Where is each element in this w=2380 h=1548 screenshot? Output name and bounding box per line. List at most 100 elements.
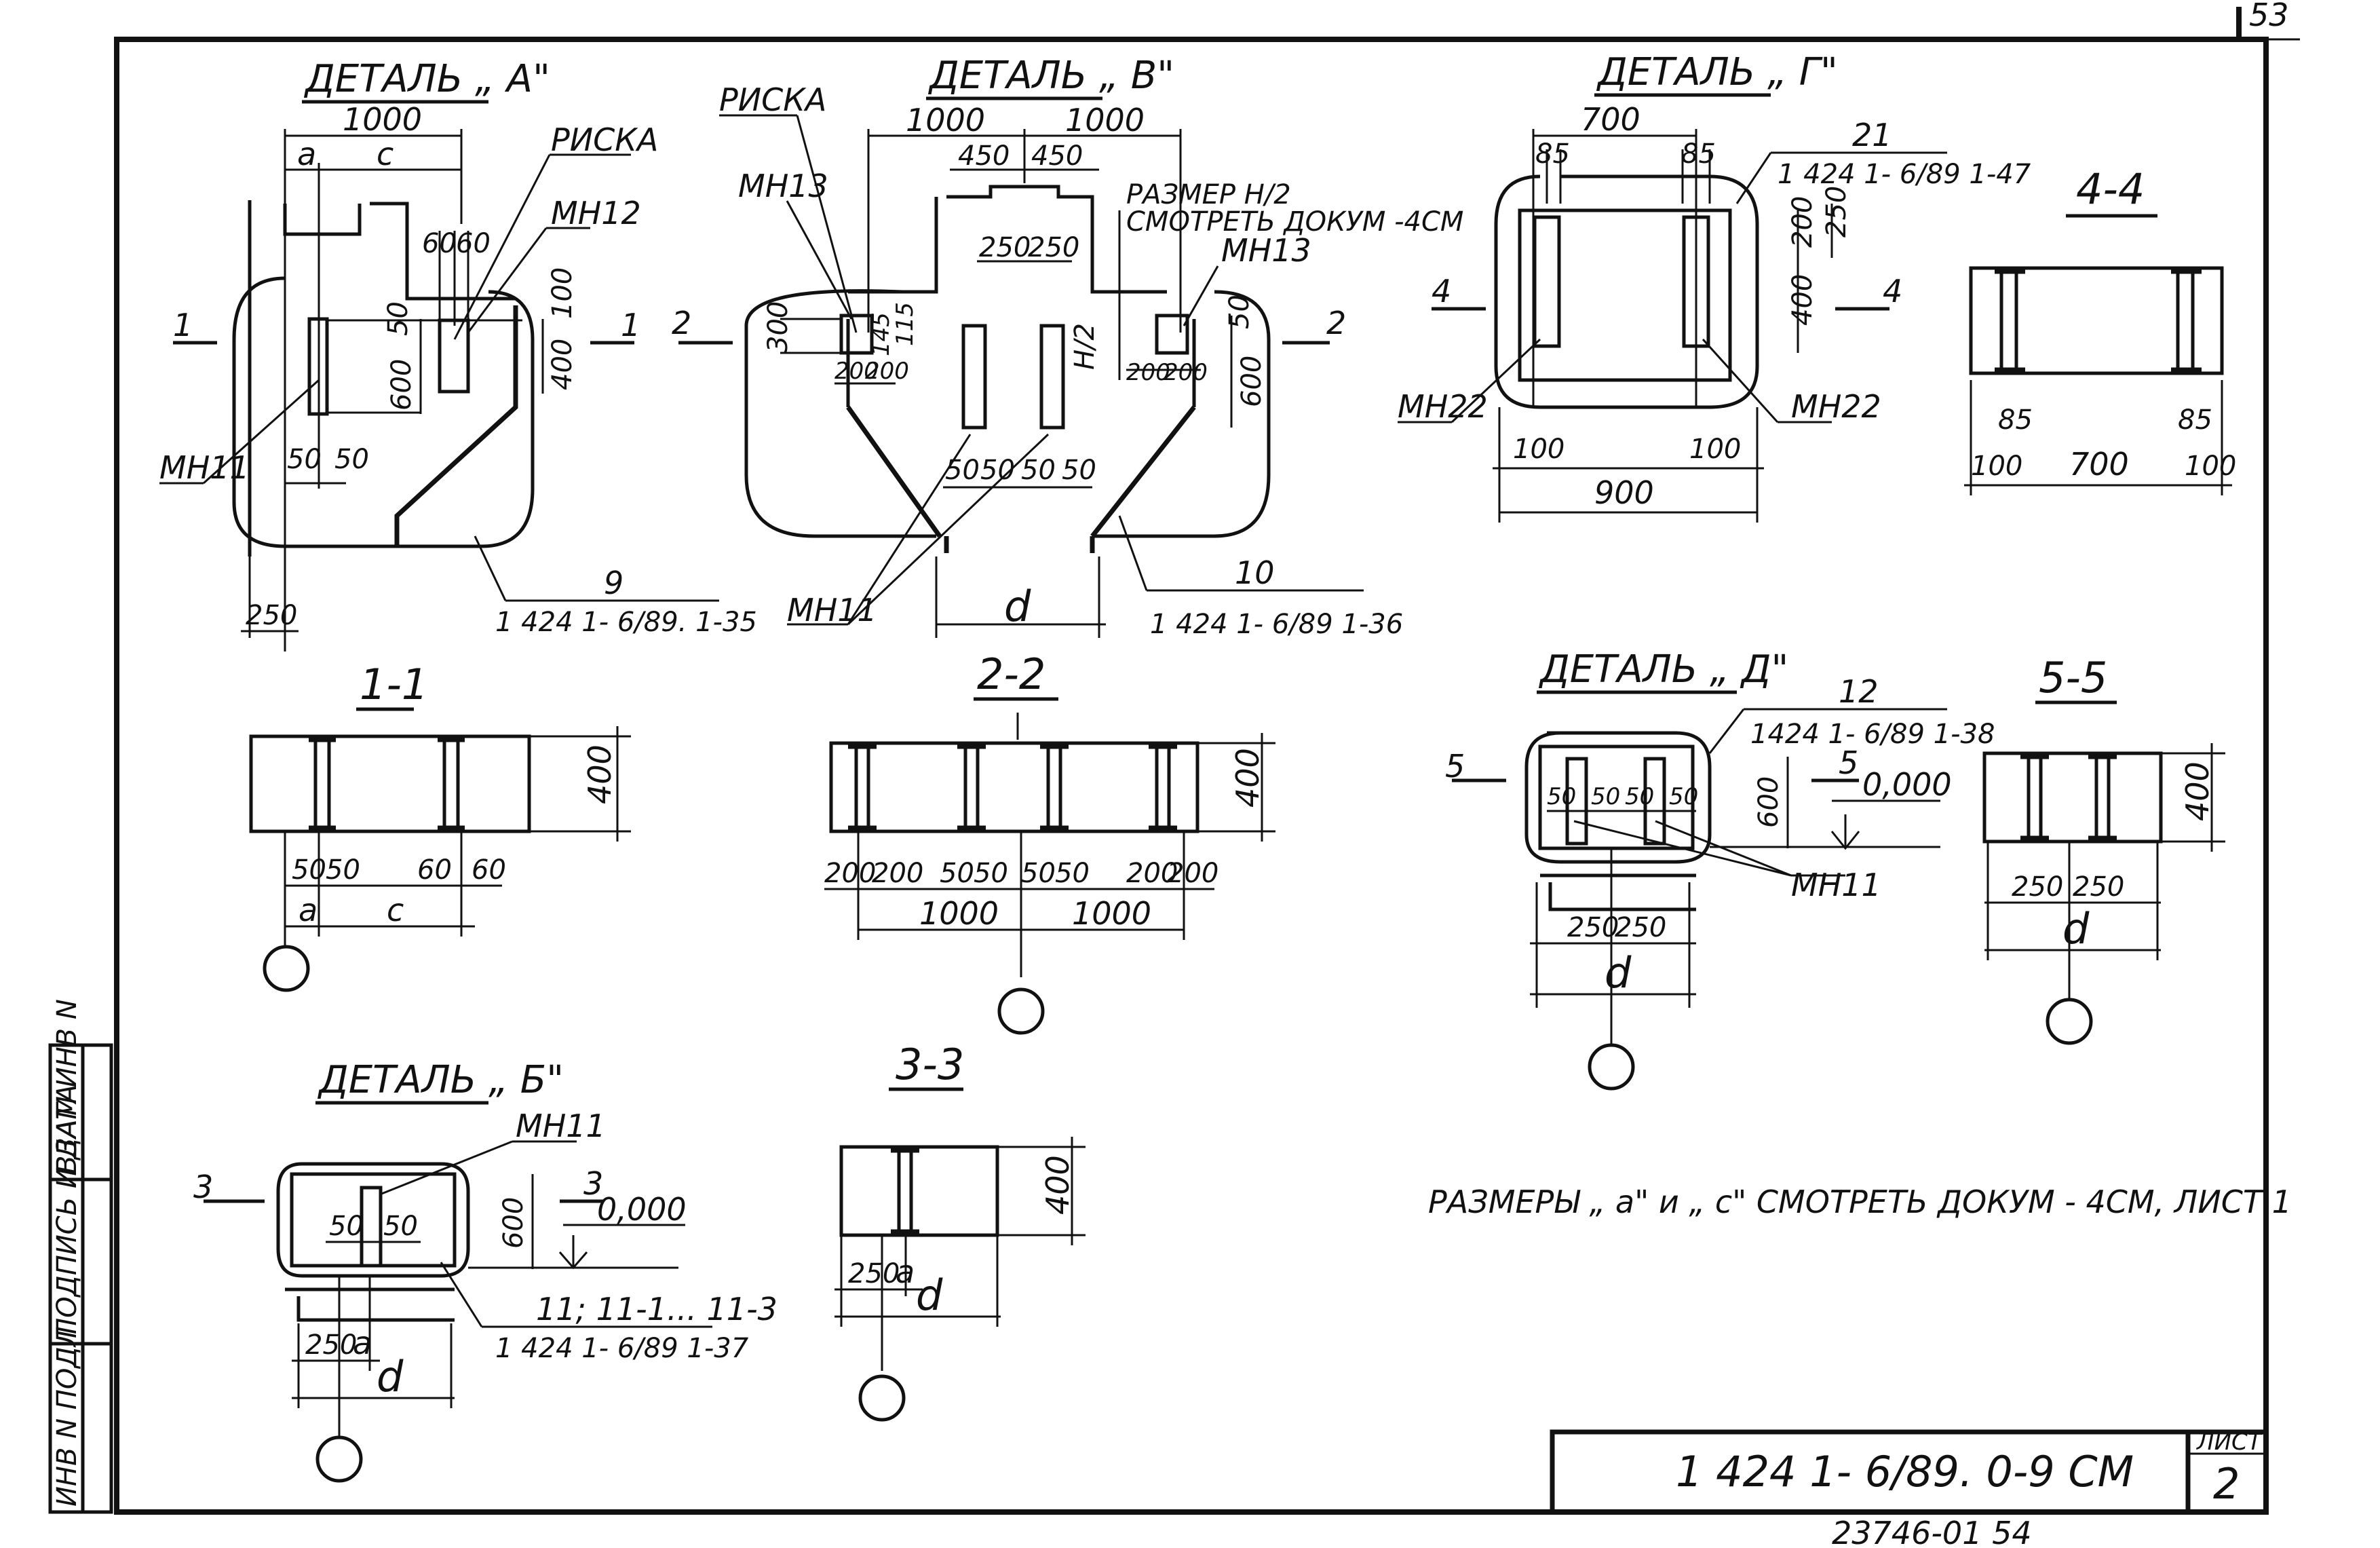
mn12-label: MH12 [551,195,641,231]
dim-250-right: 250 [1028,232,1079,263]
dim-250: 250 [246,600,297,631]
razmer-note: РАЗМЕР H/2 [1126,179,1291,210]
dim-400-33: 400 [1039,1155,1076,1215]
dim-100-44b: 100 [2185,451,2236,482]
detail-a: ДЕТАЛЬ „ A" 1000 a c 60 60 РИСКА MH12 10… [159,57,757,652]
section-3-3: 3-3 400 250 a d [834,1040,1086,1422]
dim-600: 600 [386,359,417,411]
section-2-mark-right: 2 [1326,305,1346,341]
dim-a-11: a [299,892,318,928]
dim-200-g: 200 [1787,196,1818,248]
position-11-doc: 1 424 1- 6/89 1-37 [495,1333,749,1364]
dim-d-v: d [1004,582,1031,631]
dim-c: c [377,136,394,172]
dim-900: 900 [1594,474,1654,511]
drawing-frame [114,37,2269,1515]
dim-1000: 1000 [343,101,422,138]
position-10-doc: 1 424 1- 6/89 1-36 [1150,609,1403,640]
riska-label-v: РИСКА [719,81,826,118]
dim-50-22d: 50 [1055,858,1090,889]
dim-50-bb: 50 [383,1211,418,1242]
section-2-mark-left: 2 [672,305,691,341]
section-1-mark-left: 1 [173,307,193,343]
dim-200-22c: 200 [1126,858,1178,889]
position-10: 10 [1235,554,1275,591]
section-3-3-title: 3-3 [896,1040,964,1089]
dim-50-db: 50 [1591,783,1620,810]
position-11: 11; 11-1... 11-3 [536,1291,778,1327]
section-5-5: 5-5 400 250 250 d [1982,653,2225,1045]
section-2-2-title: 2-2 [977,649,1045,699]
stamp-vzam-inv: ВЗАМ ИНВ N [52,999,83,1174]
position-21: 21 [1852,117,1892,153]
position-12-doc: 1424 1- 6/89 1-38 [1750,719,1995,750]
dim-85-44a: 85 [1998,404,2033,436]
dim-145: 145 [868,312,895,356]
position-12: 12 [1839,673,1879,710]
dim-50-dd: 50 [1669,783,1698,810]
section-4-mark-right: 4 [1883,273,1902,309]
dim-50-22b: 50 [974,858,1008,889]
axis-marker-d [1588,1043,1635,1091]
dim-50-11a: 50 [292,854,326,886]
dim-250-db: 250 [1615,912,1666,943]
dim-50b: 50 [287,444,322,475]
detail-d: ДЕТАЛЬ „ Д" 12 1424 1- 6/89 1-38 5 5 50 … [1445,647,1995,1091]
dim-400-55: 400 [2179,761,2216,821]
dim-100-44a: 100 [1971,451,2022,482]
axis-marker-33 [858,1374,906,1422]
mn13-label-left: MH13 [738,168,828,204]
dim-1000-22b: 1000 [1072,895,1151,932]
position-21-doc: 1 424 1- 6/89 1-47 [1778,159,2031,190]
mn22-label-left: MH22 [1398,388,1488,425]
dim-300: 300 [763,301,794,353]
dim-200-22a: 200 [824,858,876,889]
dim-60-11b: 60 [472,854,506,886]
section-3-mark-right: 3 [583,1165,603,1202]
dim-400-22: 400 [1229,748,1266,808]
dim-50-dc: 50 [1625,783,1654,810]
section-1-mark-right: 1 [621,307,640,343]
dim-50-ba: 50 [329,1211,364,1242]
dim-115: 115 [891,302,919,346]
dim-d-b: d [377,1352,404,1401]
dim-50-z: 50 [1021,455,1056,486]
doc-code: 1 424 1- 6/89. 0-9 CM [1676,1447,2134,1496]
dim-50-w: 50 [1062,455,1096,486]
detail-v: ДЕТАЛЬ „ B" РИСКА MH13 1000 1000 450 450… [672,54,1463,640]
inventory-number: 23746-01 54 [1832,1515,2032,1548]
mn11-label-d: MH11 [1791,867,1881,903]
dim-250-g: 250 [1821,186,1852,238]
dim-c-11: c [387,892,404,928]
dim-50-right: 50 [1224,295,1255,329]
dim-100: 100 [547,267,578,319]
axis-marker-55 [2046,998,2093,1045]
dim-450-left: 450 [958,140,1010,172]
level-0000-d: 0,000 [1862,766,1952,803]
dim-600-b: 600 [498,1197,529,1249]
dim-50-22c: 50 [1021,858,1056,889]
dim-700-44: 700 [2069,446,2129,483]
dim-60-11a: 60 [417,854,452,886]
dim-d-33: d [916,1270,943,1320]
dim-h2: H/2 [1069,323,1100,370]
section-5-mark-left: 5 [1445,748,1465,785]
section-4-mark-left: 4 [1432,273,1451,309]
dim-50-11b: 50 [326,854,360,886]
dim-200-a: 200 [834,358,879,385]
section-4-4: 4-4 85 85 100 700 100 [1964,164,2236,495]
stamp-inv-podl: ИНВ N ПОДЛ [52,1326,83,1507]
dim-1000-22a: 1000 [919,895,999,932]
dim-200-d: 200 [1164,359,1208,386]
dim-600-d: 600 [1753,776,1784,828]
section-5-5-title: 5-5 [2039,653,2107,702]
detail-g-title: ДЕТАЛЬ „ Г" [1596,50,1838,94]
dim-50-x: 50 [945,455,980,486]
section-2-2: 2-2 400 200 200 50 50 50 50 200 200 1000 [824,649,1275,1035]
dim-200-c: 200 [1126,359,1170,386]
dim-50-22a: 50 [940,858,974,889]
dim-85-44b: 85 [2178,404,2212,436]
dim-d-55: d [2062,904,2090,954]
detail-d-title: ДЕТАЛЬ „ Д" [1538,647,1788,692]
section-4-4-title: 4-4 [2076,164,2145,214]
